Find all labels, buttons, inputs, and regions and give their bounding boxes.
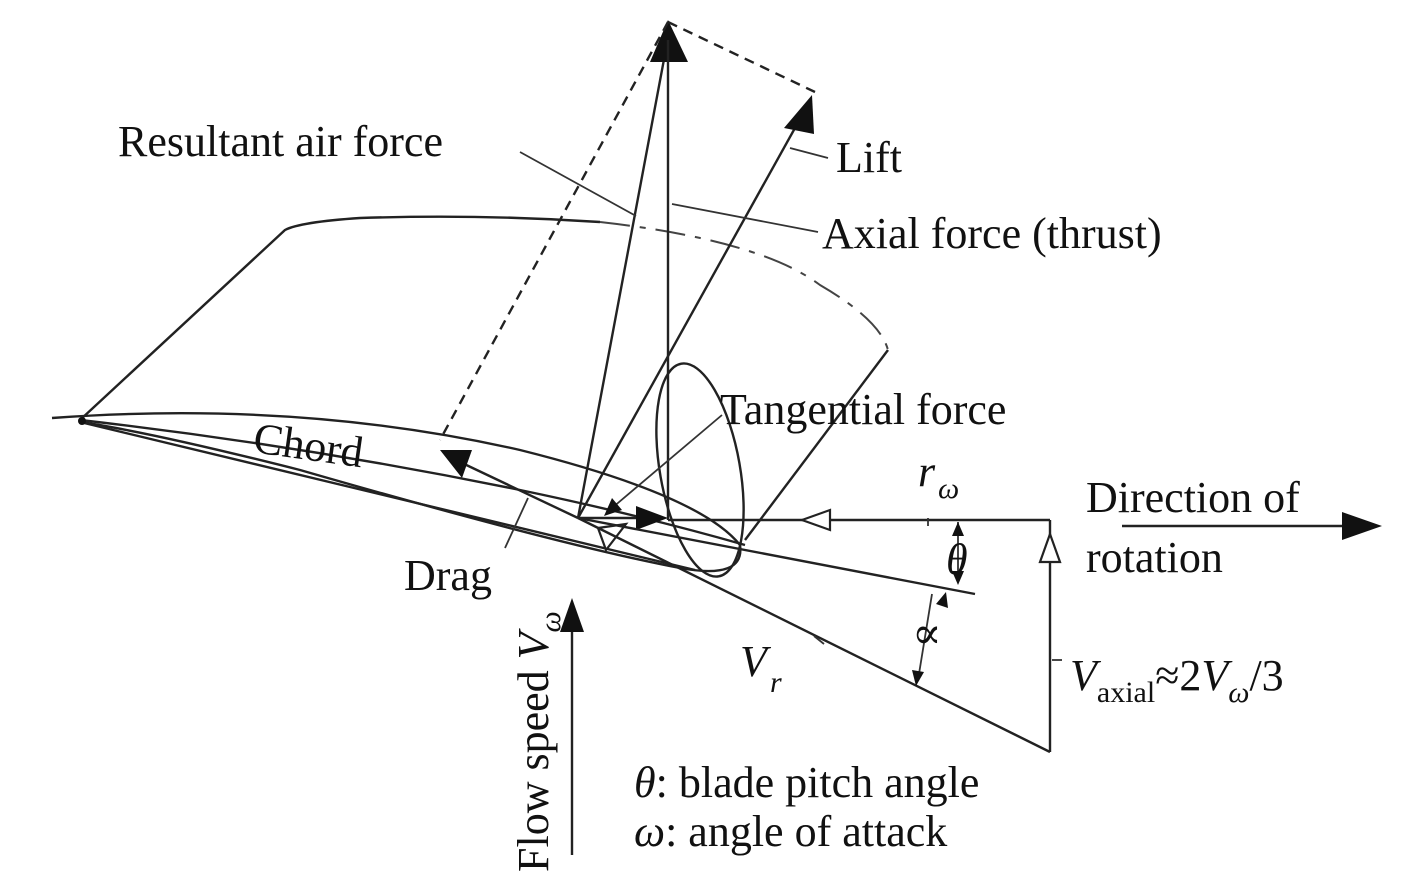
r-omega-arrowhead xyxy=(798,508,832,532)
alpha-head-bottom xyxy=(912,670,924,686)
leading-edge-point xyxy=(78,417,86,425)
drag-label: Drag xyxy=(404,551,492,600)
r-omega-label: r ω xyxy=(918,447,959,505)
direction-of-rotation-label-line1: Direction of xyxy=(1086,473,1300,522)
chord-extension-line xyxy=(577,516,976,596)
alpha-head-top xyxy=(936,592,948,608)
force-vectors xyxy=(438,20,816,553)
direction-arrowhead xyxy=(1342,512,1382,540)
tangential-force-label: Tangential force xyxy=(720,385,1006,434)
airfoil-cross-section xyxy=(655,362,745,578)
parallelogram-top xyxy=(667,20,816,94)
lift-arrow xyxy=(576,109,807,519)
axial-force-label: Axial force (thrust) xyxy=(822,209,1162,258)
drag-leader xyxy=(504,497,529,549)
vr-label: V r xyxy=(740,637,782,699)
resultant-leader xyxy=(519,151,637,217)
lift-label: Lift xyxy=(836,133,902,182)
open-arrowhead xyxy=(596,522,629,553)
vaxial-label: Vaxial≈2Vω/3 xyxy=(1070,651,1284,709)
r-omega-subscript: ω xyxy=(938,472,959,505)
vr-tick xyxy=(813,635,825,645)
drag-arrow xyxy=(459,460,579,520)
blade-trailing-edge xyxy=(744,349,889,541)
axial-leader xyxy=(671,203,819,233)
legend: θ: blade pitch angle ω: angle of attack xyxy=(634,758,979,856)
blade-leading-edge xyxy=(79,215,601,421)
flow-speed-arrowhead xyxy=(560,598,584,632)
theta-label: θ xyxy=(946,535,968,584)
chord-line xyxy=(79,420,696,572)
drag-arrowhead xyxy=(440,450,472,478)
resultant-air-force-label: Resultant air force xyxy=(118,117,443,166)
blade-far-edge xyxy=(599,221,889,351)
airfoil-mid xyxy=(79,418,746,547)
axial-velocity-arrowhead xyxy=(1038,530,1062,564)
flow-speed-label: Flow speed Vω xyxy=(509,611,567,872)
lift-arrowhead xyxy=(784,95,814,134)
legend-theta: θ: blade pitch angle xyxy=(634,758,979,807)
leader-lines xyxy=(504,147,829,549)
alpha-label: ∝ xyxy=(912,609,942,658)
theta-head-top xyxy=(952,522,964,536)
airfoil-section xyxy=(51,362,746,578)
parallelogram-left xyxy=(438,21,670,441)
flow-speed xyxy=(560,598,584,855)
legend-omega: ω: angle of attack xyxy=(634,807,947,856)
tangential-leader-head xyxy=(604,498,622,516)
direction-of-rotation-label-line2: rotation xyxy=(1086,533,1223,582)
vr-subscript: r xyxy=(770,666,782,699)
blade-outline xyxy=(79,215,889,541)
lift-leader xyxy=(789,147,829,159)
tangential-leader xyxy=(611,414,723,509)
angle-markers xyxy=(912,522,964,686)
tangential-arrowhead xyxy=(636,506,668,530)
relative-velocity-line xyxy=(577,516,1051,754)
r-omega-symbol: r xyxy=(918,447,936,496)
resultant-force-arrow xyxy=(576,37,670,519)
velocity-triangle xyxy=(577,508,1062,754)
vr-symbol: V xyxy=(740,637,772,686)
alpha-marker xyxy=(917,593,933,681)
direction-of-rotation xyxy=(1122,512,1382,540)
theta-head-bottom xyxy=(952,571,964,585)
